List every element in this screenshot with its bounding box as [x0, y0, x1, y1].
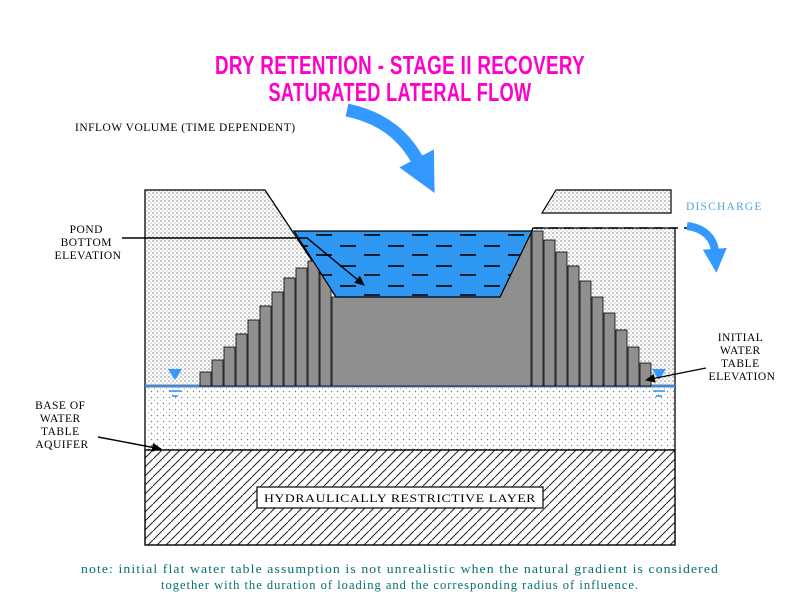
- pond-bottom-leader-arrow: [122, 237, 365, 286]
- mound-bar: [271, 291, 284, 387]
- mound-bar: [211, 359, 224, 387]
- base-of-aquifer-label: BASE OF WATER TABLE AQUIFER: [35, 400, 89, 451]
- initial-water-table-label-line: WATER: [720, 345, 761, 357]
- water-table-triangle-icon: [652, 369, 666, 380]
- water-table-leader-arrow: [645, 367, 707, 383]
- discharge-arrow-icon: [686, 222, 727, 273]
- note-line-2: together with the duration of loading an…: [161, 578, 639, 592]
- mound-bar: [531, 230, 544, 387]
- pond-bottom-label-line: POND: [70, 224, 103, 236]
- inflow-arrow-icon: [345, 103, 435, 193]
- page-title-line-1: DRY RETENTION - STAGE II RECOVERY: [215, 50, 585, 80]
- pond-bottom-label-line: ELEVATION: [55, 250, 122, 262]
- mound-bar: [283, 277, 296, 387]
- mound-bar: [223, 346, 236, 387]
- initial-water-table-label-line: ELEVATION: [709, 371, 776, 383]
- pond-bottom-label-line: BOTTOM: [61, 237, 112, 249]
- water-table-symbol-right: [652, 369, 666, 397]
- base-of-aquifer-label-line: WATER: [40, 413, 81, 425]
- mound-bar: [615, 329, 628, 387]
- mound-bar: [591, 296, 604, 387]
- mound-bar: [247, 319, 260, 387]
- base-of-aquifer-label-line: AQUIFER: [35, 439, 88, 451]
- initial-water-table-label-line: TABLE: [721, 358, 760, 370]
- mound-bar: [199, 371, 212, 387]
- mound-bar: [307, 260, 320, 387]
- groundwater-mound: [199, 230, 652, 387]
- page-title-line-2: SATURATED LATERAL FLOW: [269, 77, 532, 107]
- discharge-label: DISCHARGE: [686, 201, 763, 213]
- pond-bottom-label: POND BOTTOM ELEVATION: [55, 224, 122, 262]
- mound-bar: [235, 333, 248, 387]
- mound-bar: [579, 280, 592, 387]
- water-table-triangle-icon: [168, 369, 182, 380]
- aquifer-zone: [146, 387, 674, 449]
- initial-water-table-label-line: INITIAL: [718, 332, 763, 344]
- base-of-aquifer-label-line: TABLE: [41, 426, 80, 438]
- mound-bar: [295, 267, 308, 387]
- base-of-aquifer-label-line: BASE OF: [35, 400, 85, 412]
- mound-bar: [567, 265, 580, 387]
- mound-bar: [627, 346, 640, 387]
- right-berm: [540, 189, 672, 214]
- inflow-label: INFLOW VOLUME (TIME DEPENDENT): [75, 122, 296, 134]
- initial-water-table-label: INITIAL WATER TABLE ELEVATION: [709, 332, 776, 383]
- mound-bar: [639, 362, 652, 387]
- mound-bar: [259, 305, 272, 387]
- mound-bar: [603, 312, 616, 387]
- pond-water-dashes: [294, 231, 532, 297]
- note-line-1: note: initial flat water table assumptio…: [81, 562, 719, 576]
- mound-bar: [543, 239, 556, 387]
- water-table-symbol-left: [168, 369, 182, 397]
- restrictive-layer-label-box: [256, 486, 544, 509]
- mound-bar: [555, 251, 568, 387]
- aquifer-base-leader-arrow: [97, 436, 162, 452]
- restrictive-layer-label: HYDRAULICALLY RESTRICTIVE LAYER: [264, 493, 536, 505]
